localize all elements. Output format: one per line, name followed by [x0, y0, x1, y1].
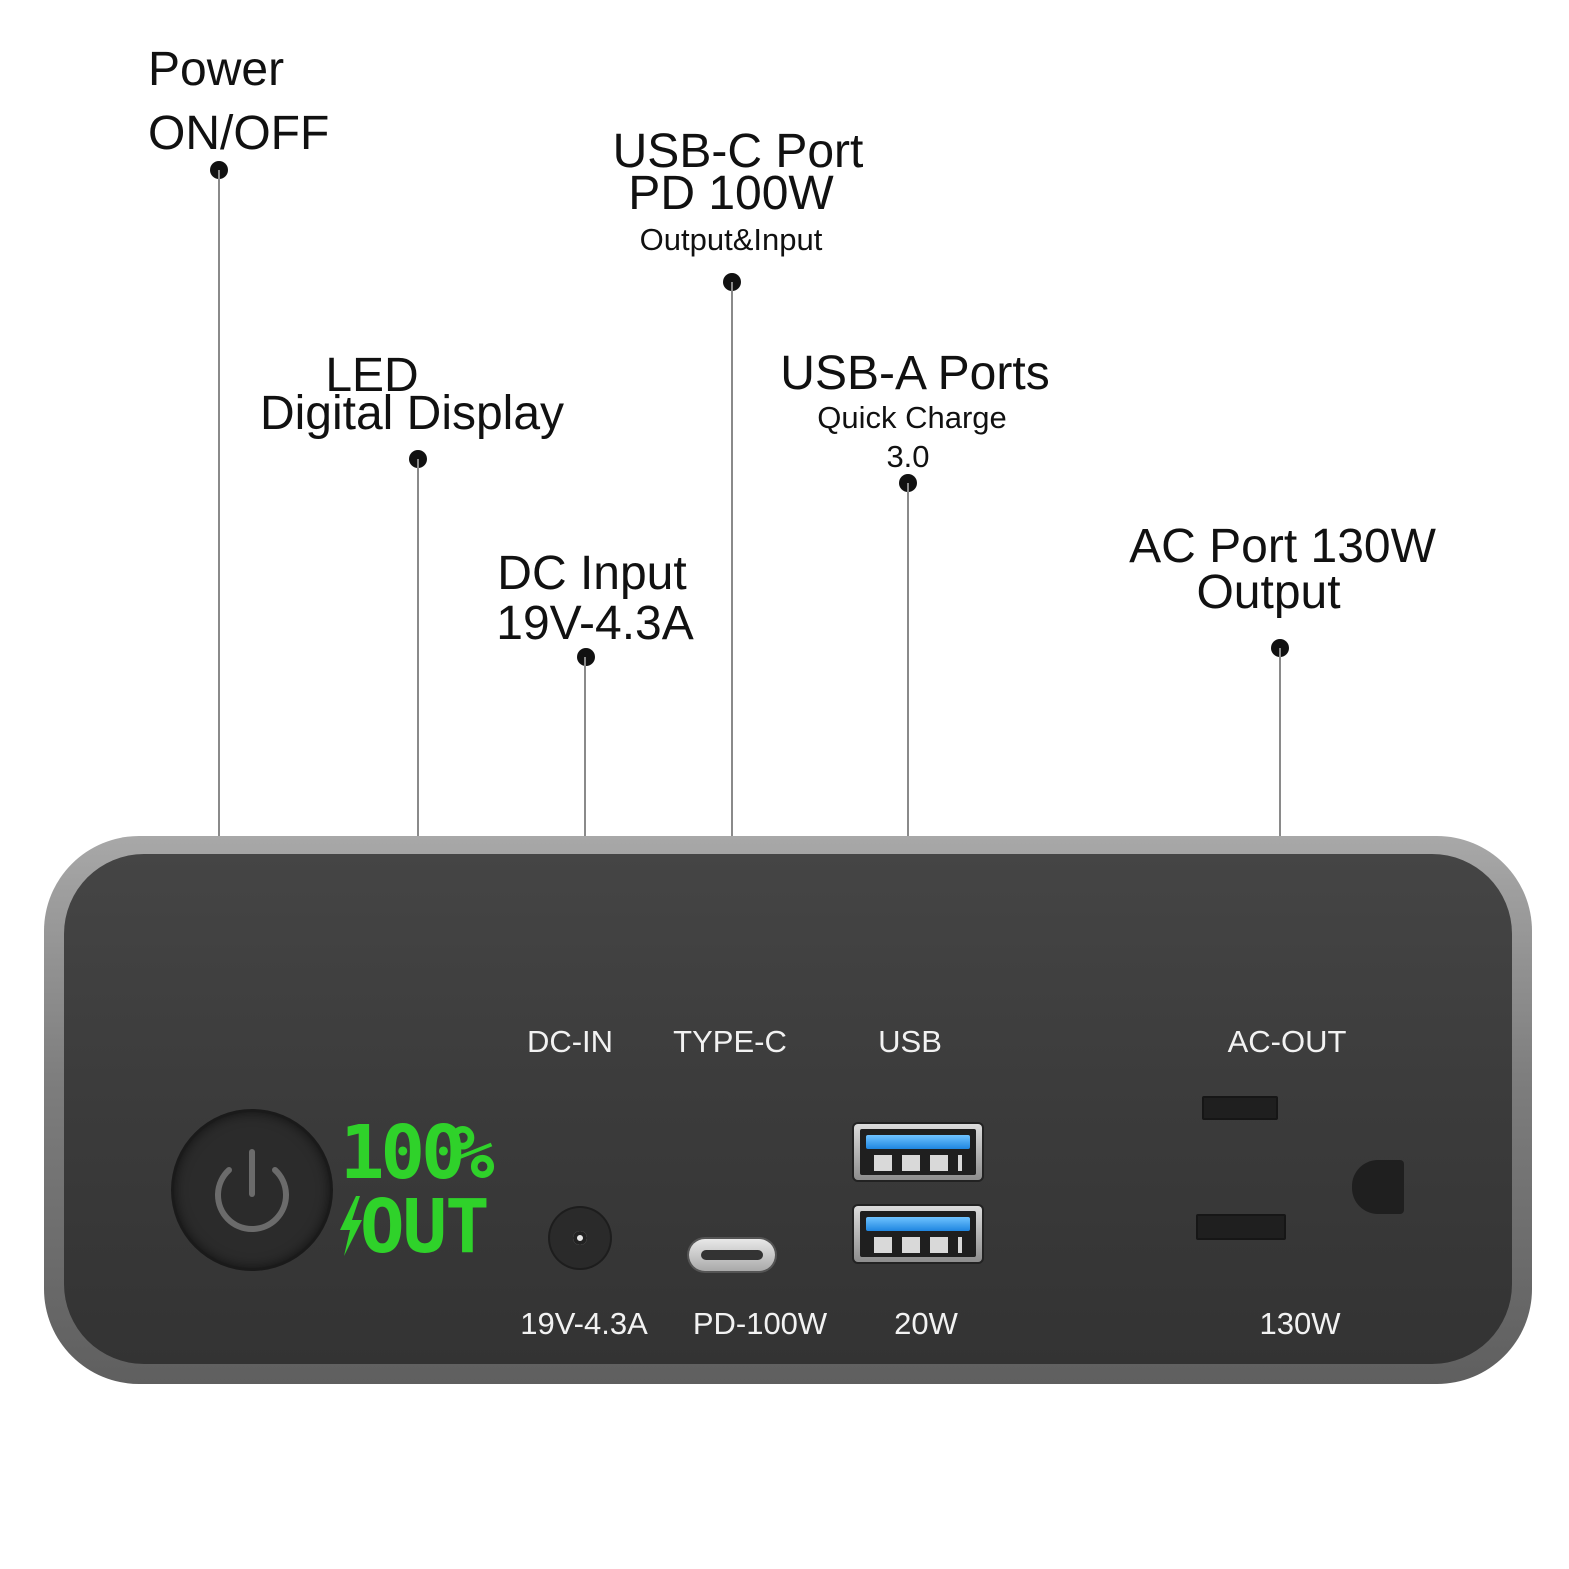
- callout-usb-c-line: [731, 282, 733, 836]
- callout-usb-c-line1: USB-C Port: [612, 125, 864, 178]
- callout-led: LED Digital Display: [240, 352, 584, 438]
- callout-ac-line2: Output: [1196, 566, 1341, 619]
- callout-usb-a-line3: 3.0: [886, 439, 930, 474]
- usb-a-port-1-pins: [874, 1155, 962, 1171]
- label-usb: USB: [878, 1024, 942, 1059]
- label-dc-in-spec: 19V-4.3A: [520, 1306, 648, 1341]
- ac-ground-slot: [1352, 1160, 1404, 1214]
- callout-usb-c-line2: PD 100W: [628, 167, 834, 220]
- label-ac-out: AC-OUT: [1227, 1024, 1347, 1059]
- callout-usb-a: USB-A Ports Quick Charge 3.0: [770, 347, 1060, 473]
- power-bank-device: DC-IN TYPE-C USB AC-OUT 100 % OUT: [44, 836, 1532, 1384]
- callout-dc-input-line: [584, 657, 586, 836]
- callout-ac-line: [1279, 648, 1281, 836]
- led-display: 100 % OUT: [338, 1116, 508, 1266]
- display-percent-sign: %: [450, 1110, 495, 1196]
- dc-in-port[interactable]: [550, 1208, 610, 1268]
- callout-power: Power ON/OFF: [148, 46, 329, 158]
- callout-power-line2: ON/OFF: [148, 107, 330, 160]
- label-usb-spec: 20W: [894, 1306, 958, 1341]
- power-button[interactable]: [174, 1112, 330, 1268]
- callout-ac: AC Port 130W Output: [1110, 523, 1455, 617]
- callout-usb-a-line1: USB-A Ports: [780, 347, 1050, 400]
- label-type-c: TYPE-C: [673, 1024, 787, 1059]
- label-dc-in: DC-IN: [526, 1024, 614, 1059]
- label-type-c-spec: PD-100W: [692, 1306, 828, 1341]
- callout-dc-input: DC Input 19V-4.3A: [470, 550, 720, 648]
- lightning-icon: [340, 1196, 362, 1256]
- callout-dc-input-line1: DC Input: [497, 547, 687, 600]
- usb-a-port-1-tongue: [866, 1135, 970, 1149]
- ac-outlet[interactable]: [1184, 1094, 1424, 1254]
- callout-dc-input-dot: [577, 648, 595, 666]
- callout-usb-c-line3: Output&Input: [639, 222, 823, 257]
- power-icon: [215, 1149, 289, 1233]
- ac-slot-bottom: [1196, 1214, 1286, 1240]
- callout-power-line1: Power: [148, 43, 285, 96]
- usb-a-port-1-inner: [860, 1129, 976, 1175]
- usb-a-port-1[interactable]: [854, 1124, 982, 1180]
- usb-a-port-2-pins: [874, 1237, 962, 1253]
- callout-usb-a-line: [907, 483, 909, 836]
- display-percent: 100: [340, 1110, 466, 1196]
- front-panel: DC-IN TYPE-C USB AC-OUT 100 % OUT: [64, 854, 1512, 1364]
- ac-slot-top: [1202, 1096, 1278, 1120]
- callout-usb-a-line2: Quick Charge: [817, 400, 1007, 435]
- callout-led-line1: LED: [325, 349, 419, 402]
- display-mode: OUT: [360, 1184, 490, 1270]
- callout-usb-c: USB-C Port PD 100W Output&Input: [590, 125, 886, 256]
- callout-dc-input-line2: 19V-4.3A: [496, 597, 694, 650]
- usb-a-port-2-tongue: [866, 1217, 970, 1231]
- usb-a-port-2-inner: [860, 1211, 976, 1257]
- callout-power-line: [218, 170, 220, 836]
- usb-c-port[interactable]: [689, 1239, 775, 1271]
- usb-a-port-2[interactable]: [854, 1206, 982, 1262]
- label-ac-out-spec: 130W: [1259, 1306, 1341, 1341]
- callout-led-line: [417, 459, 419, 836]
- callout-ac-line1: AC Port 130W: [1129, 520, 1436, 573]
- callout-led-line2: Digital Display: [259, 387, 565, 440]
